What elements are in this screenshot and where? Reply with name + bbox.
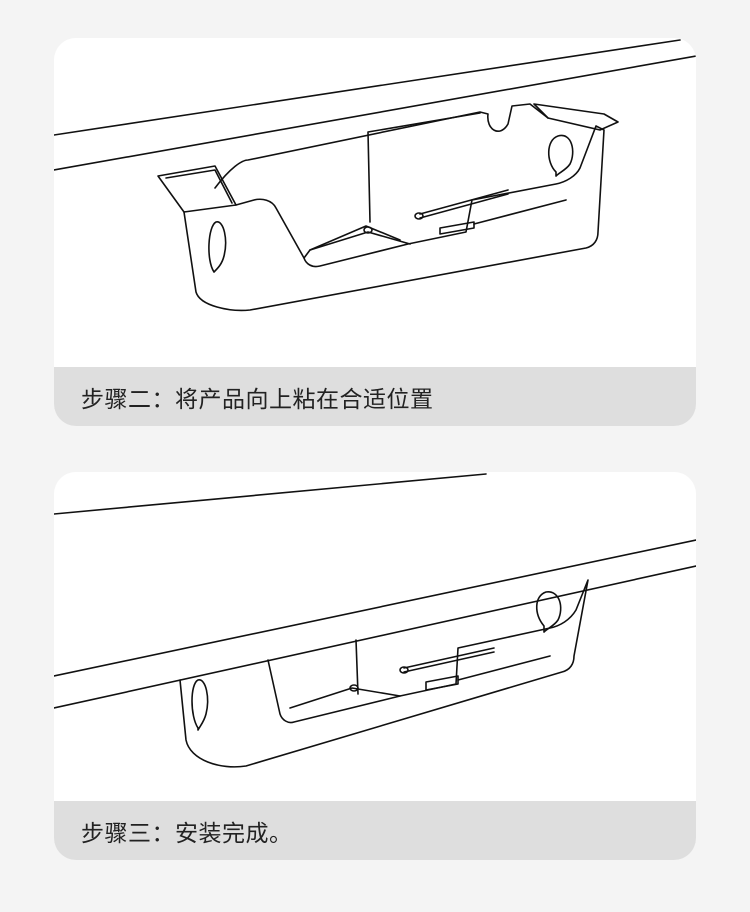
desk-top-edge <box>54 40 680 135</box>
desk-bottom-edge <box>54 56 696 170</box>
strap-rivet <box>400 667 408 673</box>
left-keyhole-cutout <box>192 680 208 730</box>
floor-screw <box>350 685 358 691</box>
tray-divider-panel <box>356 640 358 694</box>
desk-front-top-edge <box>54 540 696 676</box>
tray-front-contour <box>184 126 604 310</box>
step-3-card: 步骤三：安装完成。 <box>54 472 696 860</box>
step-2-card: 步骤二：将产品向上粘在合适位置 <box>54 38 696 426</box>
step-2-illustration <box>54 38 696 368</box>
left-keyhole-cutout <box>209 222 226 272</box>
desk-top-edge <box>54 474 486 514</box>
strap-rivet <box>415 213 423 219</box>
right-keyhole-cutout <box>537 592 561 632</box>
strap-buckle <box>440 222 474 234</box>
step-2-caption: 步骤二：将产品向上粘在合适位置 <box>81 386 434 413</box>
tray-front-contour <box>180 580 588 767</box>
strap-buckle <box>426 676 458 690</box>
floor-screw <box>364 227 372 233</box>
tray-divider-panel <box>368 113 480 222</box>
step-2-caption-bar: 步骤二：将产品向上粘在合适位置 <box>54 367 696 426</box>
desk-front-bottom-edge <box>54 566 696 708</box>
step-3-caption-bar: 步骤三：安装完成。 <box>54 801 696 860</box>
step-3-caption: 步骤三：安装完成。 <box>81 820 293 847</box>
cable-strap <box>420 190 508 214</box>
step-3-illustration <box>54 472 696 802</box>
right-keyhole-cutout <box>549 135 573 176</box>
tray-back-rim <box>215 104 548 188</box>
cable-strap <box>404 648 494 668</box>
